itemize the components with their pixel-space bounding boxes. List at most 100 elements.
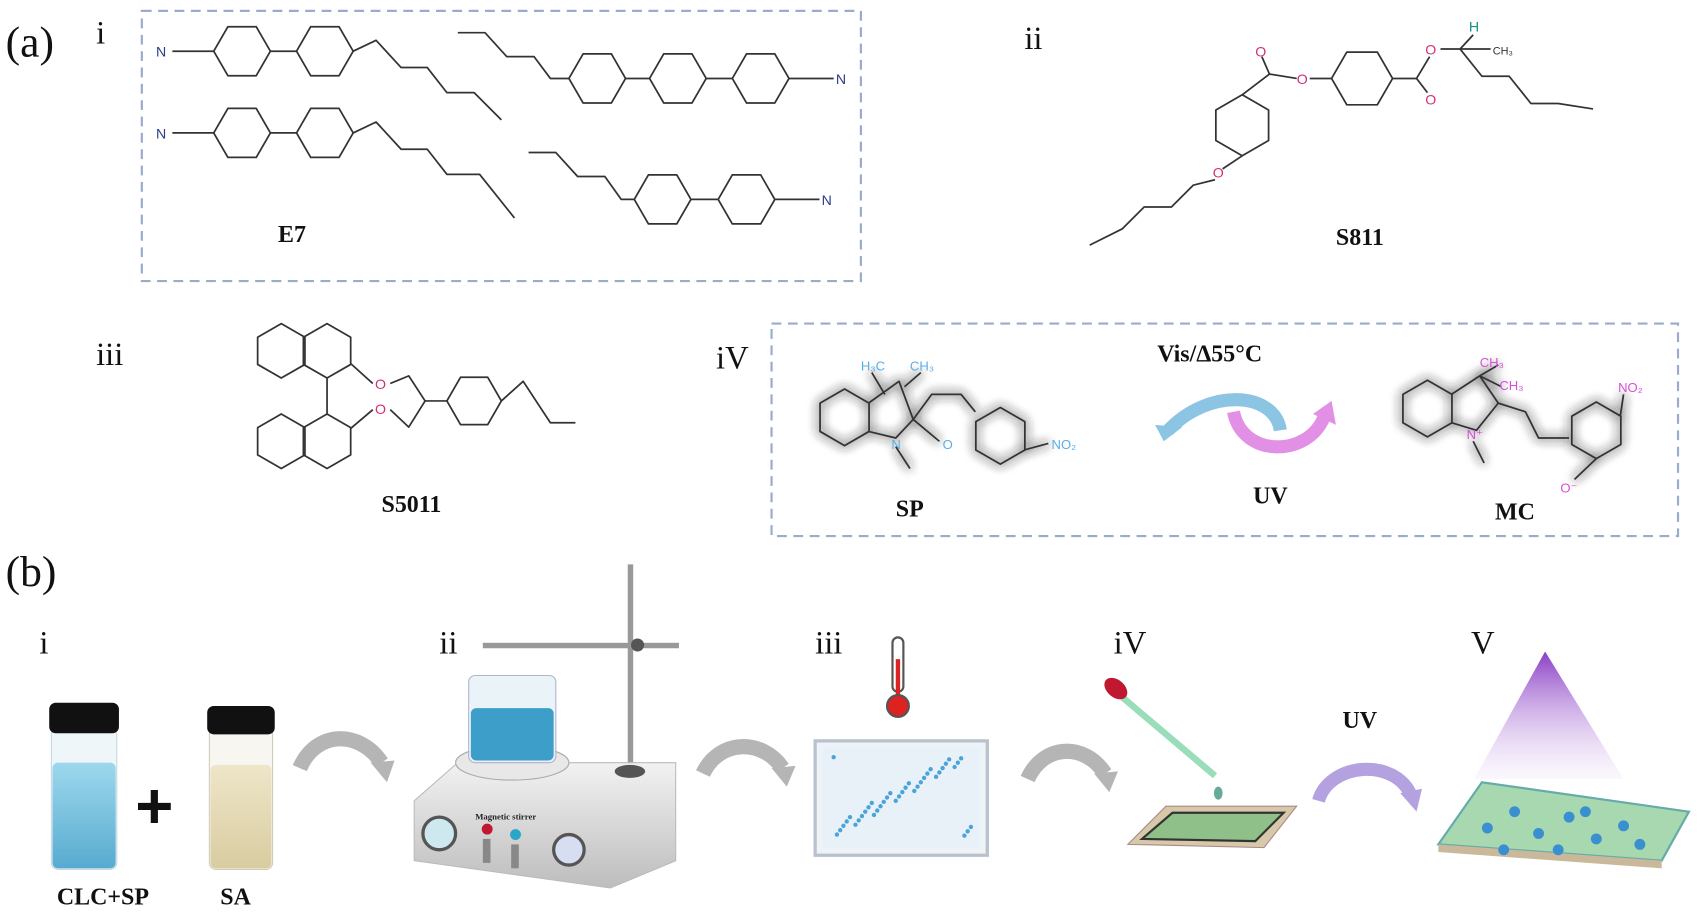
- sample-droplet: [866, 805, 871, 810]
- plus-sign: +: [135, 769, 173, 842]
- s811-o-2: O: [1297, 72, 1308, 88]
- clc-droplet: [1481, 822, 1493, 834]
- e7-dashed-box: [140, 9, 862, 283]
- s811-numeral: ii: [1024, 21, 1042, 57]
- sample-droplet: [943, 761, 949, 766]
- alkyl-chain: [352, 39, 502, 121]
- sample-droplet: [841, 823, 846, 829]
- bond: [350, 363, 374, 385]
- sample-droplet: [834, 832, 840, 837]
- step-1-numeral: i: [39, 626, 48, 662]
- stirrer-device-text: Magnetic stirrer: [475, 811, 536, 821]
- s811-h: H: [1469, 20, 1479, 36]
- sample-droplet: [955, 760, 961, 765]
- mc-o-minus: O⁻: [1560, 480, 1577, 495]
- e7-n-2: N: [156, 126, 166, 142]
- forward-condition: Vis/Δ55°C: [1157, 342, 1262, 368]
- bond: [868, 380, 915, 439]
- s811-o-4: O: [1425, 42, 1436, 58]
- visible-light-arrow: [1163, 393, 1287, 436]
- sa-label: SA: [220, 884, 251, 910]
- sample-droplet: [881, 799, 886, 805]
- step-3-numeral: iii: [815, 626, 842, 662]
- photoswitch-numeral: iV: [716, 340, 749, 376]
- sa-vial: [207, 705, 275, 870]
- uv-arrow: [1227, 410, 1330, 454]
- bond: [1450, 375, 1500, 432]
- clc-droplet: [1590, 833, 1602, 845]
- process-arrow-1: [292, 731, 388, 772]
- e7-n-1: N: [156, 45, 166, 61]
- ring: [256, 322, 306, 379]
- sample-droplet: [900, 789, 905, 795]
- sample-droplet: [884, 795, 890, 800]
- ring: [446, 376, 503, 426]
- magnetic-stirrer: [413, 564, 679, 889]
- uv-light-beam: [1474, 651, 1624, 779]
- bond: [1619, 394, 1625, 417]
- alkyl-chain: [500, 380, 576, 424]
- sample-droplet: [856, 818, 861, 823]
- s811-o-5: O: [1213, 166, 1224, 182]
- ring: [717, 173, 776, 225]
- s811-o-3: O: [1425, 93, 1436, 109]
- clc-droplet: [1579, 806, 1591, 818]
- clc-sp-vial: [49, 702, 119, 870]
- sp-ch3: CH₃: [910, 358, 934, 373]
- e7-n-4: N: [822, 193, 832, 209]
- process-arrowhead-2: [771, 765, 796, 787]
- mc-label: MC: [1495, 500, 1535, 526]
- mc-no2: NO₂: [1618, 380, 1643, 395]
- ring: [819, 388, 870, 447]
- process-arrow-3: [1020, 743, 1112, 783]
- s5011-o-1: O: [375, 377, 386, 393]
- process-arrowhead-3: [1094, 771, 1119, 793]
- bond: [1479, 375, 1502, 388]
- bond: [1269, 73, 1297, 80]
- clc-droplet: [1533, 828, 1545, 839]
- benzene-ring: [212, 25, 272, 77]
- cell-slide: [1126, 805, 1298, 849]
- film-sample: [1436, 781, 1691, 869]
- sample-droplet: [888, 790, 893, 796]
- bond: [1573, 458, 1597, 481]
- sample-droplet: [952, 764, 957, 770]
- s811-structure: [1089, 34, 1594, 246]
- clc-droplet: [1509, 806, 1521, 818]
- sample-droplet: [933, 774, 939, 779]
- sp-no2: NO₂: [1052, 437, 1077, 452]
- sample-droplet: [831, 755, 836, 760]
- sample-droplet: [968, 824, 974, 830]
- sample-droplet: [878, 804, 883, 809]
- alkyl-chain: [1089, 178, 1216, 246]
- sample-droplet: [875, 808, 880, 813]
- ring: [633, 173, 692, 225]
- bond: [389, 375, 426, 428]
- sample-droplet: [918, 780, 923, 785]
- sample-droplet: [903, 785, 908, 790]
- bond: [1024, 442, 1049, 451]
- benzene-ring: [212, 107, 272, 159]
- e7-structures: [172, 25, 834, 225]
- bond: [1497, 402, 1570, 439]
- alkyl-chain: [352, 121, 516, 219]
- sample-droplet: [893, 798, 898, 803]
- sample-droplet: [896, 794, 902, 799]
- step-2-numeral: ii: [439, 626, 457, 662]
- sample-droplet: [853, 822, 858, 827]
- sample-droplet: [921, 775, 927, 781]
- sample-droplet: [906, 781, 912, 786]
- alkyl-chain: [1459, 48, 1594, 110]
- uv-exposure-label: UV: [1342, 708, 1377, 734]
- sp-h3c: H₃C: [861, 358, 885, 373]
- sample-droplet: [869, 800, 874, 806]
- sample-droplet: [844, 819, 849, 824]
- drying-tray: [813, 739, 989, 857]
- s5011-structure: [256, 322, 576, 470]
- clc-droplet: [1498, 844, 1510, 856]
- clc-sp-label: CLC+SP: [57, 884, 149, 910]
- s811-label: S811: [1336, 225, 1384, 251]
- mc-ch3-b: CH₃: [1499, 378, 1523, 393]
- sample-droplet: [859, 813, 865, 819]
